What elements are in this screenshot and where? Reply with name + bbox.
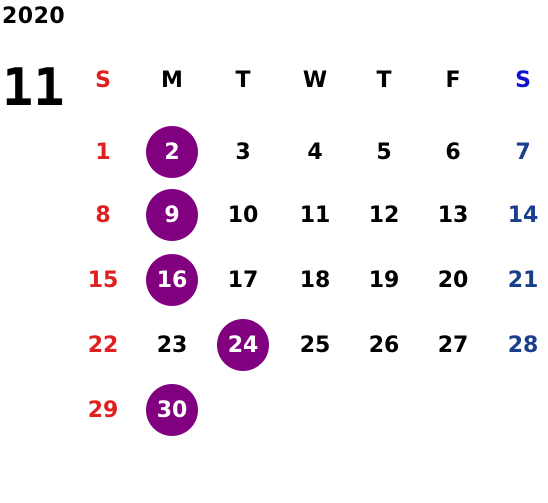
calendar-day-14[interactable]: 14 [507,202,539,228]
weekday-header-monday: M [161,67,183,93]
highlight-circle [217,319,269,371]
calendar-day-22[interactable]: 22 [87,332,119,358]
calendar-day-29[interactable]: 29 [87,397,119,423]
calendar-day-13[interactable]: 13 [437,202,469,228]
calendar-day-11[interactable]: 11 [299,202,331,228]
highlight-circle [146,126,198,178]
calendar-day-3[interactable]: 3 [235,139,251,165]
calendar-day-5[interactable]: 5 [376,139,392,165]
calendar-day-24[interactable]: 24 [227,332,259,358]
calendar-day-23[interactable]: 23 [156,332,188,358]
month-label: 11 [2,58,65,118]
calendar-day-1[interactable]: 1 [95,139,111,165]
highlight-circle [146,384,198,436]
calendar-day-30[interactable]: 30 [156,397,188,423]
calendar-day-8[interactable]: 8 [95,202,111,228]
calendar-day-27[interactable]: 27 [437,332,469,358]
calendar-day-20[interactable]: 20 [437,267,469,293]
weekday-header-wednesday: W [302,67,328,93]
calendar-day-10[interactable]: 10 [227,202,259,228]
weekday-header-saturday: S [515,67,531,93]
calendar-day-16[interactable]: 16 [156,267,188,293]
calendar-day-18[interactable]: 18 [299,267,331,293]
calendar-day-21[interactable]: 21 [507,267,539,293]
weekday-header-sunday: S [95,67,111,93]
calendar-day-6[interactable]: 6 [445,139,461,165]
calendar-day-19[interactable]: 19 [368,267,400,293]
highlight-circle [146,254,198,306]
weekday-header-thursday: T [376,67,392,93]
calendar-day-15[interactable]: 15 [87,267,119,293]
calendar-day-2[interactable]: 2 [164,139,180,165]
calendar-day-12[interactable]: 12 [368,202,400,228]
weekday-header-tuesday: T [235,67,251,93]
weekday-header-friday: F [445,67,461,93]
calendar-day-17[interactable]: 17 [227,267,259,293]
calendar-day-7[interactable]: 7 [515,139,531,165]
calendar-day-26[interactable]: 26 [368,332,400,358]
calendar-day-28[interactable]: 28 [507,332,539,358]
calendar-day-25[interactable]: 25 [299,332,331,358]
year-label: 2020 [2,4,66,29]
highlight-circle [146,189,198,241]
calendar-day-9[interactable]: 9 [164,202,180,228]
calendar-day-4[interactable]: 4 [307,139,323,165]
